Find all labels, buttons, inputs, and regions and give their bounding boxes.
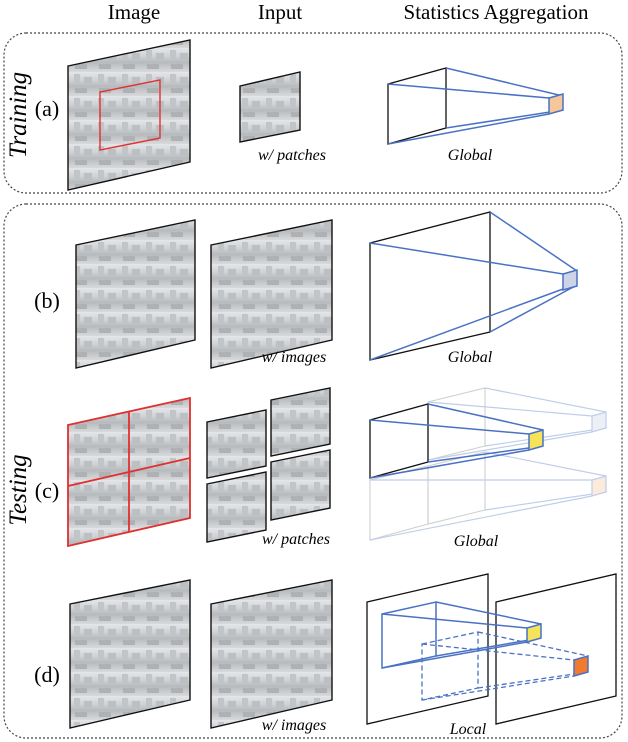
- row-d-stats: [366, 573, 617, 725]
- row-d-input-image: [210, 579, 333, 729]
- row-c-image: [67, 396, 191, 548]
- row-b-stats-caption: Global: [448, 349, 493, 366]
- header-statistics-aggregation: Statistics Aggregation: [404, 0, 589, 24]
- training-panel: [3, 32, 623, 194]
- row-c-input-patches: [206, 387, 331, 543]
- row-label-d: (d): [34, 662, 60, 687]
- row-label-b: (b): [34, 288, 60, 313]
- row-d-image: [69, 579, 191, 729]
- row-c-stats-cell: [528, 429, 544, 451]
- group-label-testing: Testing: [5, 454, 32, 525]
- row-a-input-patch: [239, 71, 301, 143]
- row-b-image: [75, 219, 196, 369]
- row-d-stats-cell-orange: [573, 655, 589, 677]
- row-b-input-caption: w/ images: [262, 349, 326, 366]
- row-a-stats: [387, 67, 564, 145]
- group-label-training: Training: [5, 72, 32, 158]
- header-image: Image: [108, 0, 160, 24]
- row-a-image: [67, 39, 191, 191]
- header-input: Input: [258, 0, 302, 24]
- row-b-input-image: [210, 219, 333, 369]
- row-a-stats-cell: [548, 93, 564, 115]
- row-label-c: (c): [35, 478, 59, 503]
- row-c-stats-caption: Global: [454, 533, 499, 550]
- row-d-stats-caption: Local: [449, 721, 487, 738]
- row-c-input-caption: w/ patches: [262, 531, 330, 548]
- row-label-a: (a): [35, 96, 59, 121]
- row-b-stats-cell: [562, 269, 578, 291]
- row-c-stats: [369, 387, 607, 541]
- row-a-crop-box: [99, 79, 161, 151]
- row-a-input-caption: w/ patches: [258, 147, 326, 164]
- row-d-input-caption: w/ images: [262, 717, 326, 734]
- testing-panel: [3, 203, 623, 739]
- row-d-stats-cell-yellow: [526, 623, 542, 643]
- row-a-stats-caption: Global: [448, 147, 493, 164]
- row-b-stats: [369, 211, 578, 361]
